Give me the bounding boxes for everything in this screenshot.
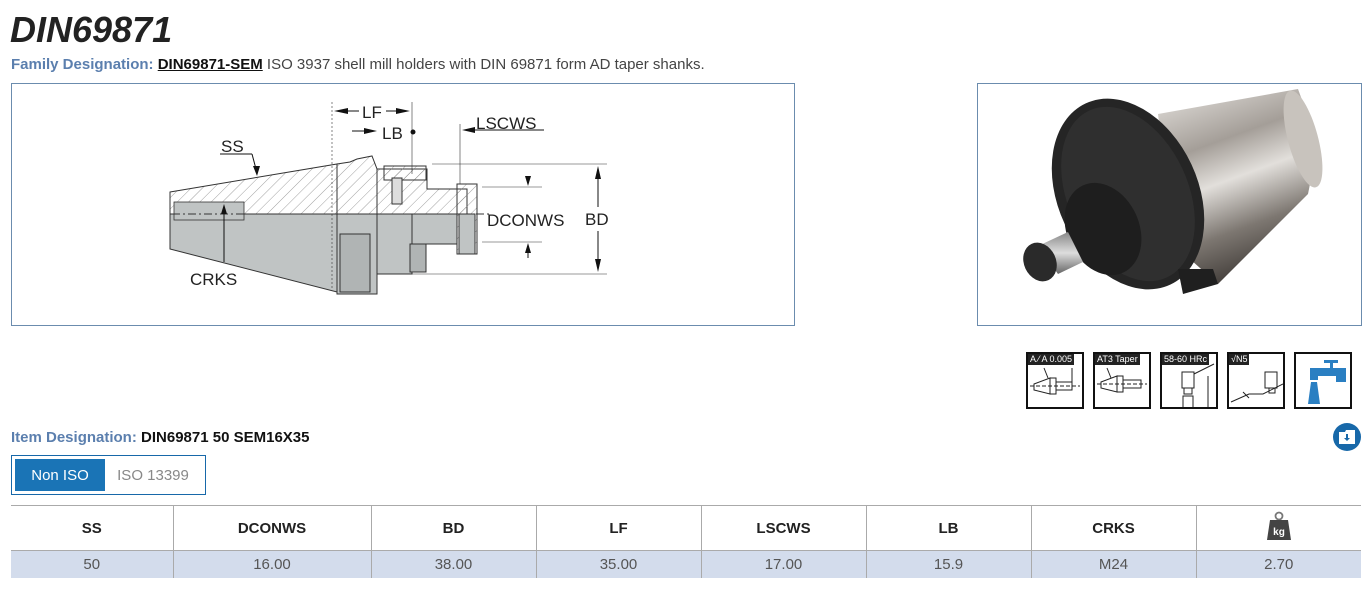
family-link[interactable]: DIN69871-SEM [157,56,263,73]
cell-bd: 38.00 [371,550,537,578]
label-lb: LB [382,124,403,143]
standard-toggle: Non ISO ISO 13399 [11,455,206,495]
label-crks: CRKS [190,270,237,289]
cell-lf: 35.00 [536,550,702,578]
label-ss: SS [221,137,244,156]
folder-download-icon [1339,430,1355,444]
item-designation: Item Designation: DIN69871 50 SEM16X35 [11,428,309,448]
label-dconws: DCONWS [487,211,564,230]
col-header-dconws: DCONWS [173,505,372,551]
hardness-tag: 58-60 HRc [1162,354,1210,365]
surface-finish-icon: √N5 [1227,352,1285,409]
label-lscws: LSCWS [476,114,536,133]
feature-icons: A ⁄ A 0.005 AT3 Taper 58-60 HRc √N5 [1026,352,1352,409]
spec-table: SS DCONWS BD LF LSCWS LB CRKS kg 50 16.0… [11,505,1361,578]
runout-tag: A ⁄ A 0.005 [1028,354,1075,365]
toggle-non-iso[interactable]: Non ISO [15,459,105,491]
cell-crks: M24 [1031,550,1197,578]
tool-holder-photo [1023,89,1323,294]
item-value: DIN69871 50 SEM16X35 [141,429,310,446]
cell-ss: 50 [11,550,174,578]
taper-tag: AT3 Taper [1095,354,1140,365]
table-row: 50 16.00 38.00 35.00 17.00 15.9 M24 2.70 [11,550,1361,578]
table-header-row: SS DCONWS BD LF LSCWS LB CRKS kg [11,505,1361,551]
download-button[interactable] [1333,423,1361,451]
runout-icon: A ⁄ A 0.005 [1026,352,1084,409]
cell-dconws: 16.00 [173,550,372,578]
col-header-lf: LF [536,505,702,551]
col-header-ss: SS [11,505,174,551]
item-label: Item Designation: [11,429,137,446]
col-header-bd: BD [371,505,537,551]
cell-weight: 2.70 [1196,550,1361,578]
page-title: DIN69871 [10,9,173,50]
col-header-lb: LB [866,505,1032,551]
family-label: Family Designation: [11,56,154,73]
technical-drawing: SS LF LB LSCWS DCONWS BD CRKS [11,83,795,326]
coolant-icon [1294,352,1352,409]
cell-lb: 15.9 [866,550,1032,578]
family-description: ISO 3937 shell mill holders with DIN 698… [266,56,705,73]
tool-holder-drawing: SS LF LB LSCWS DCONWS BD CRKS [169,102,609,295]
label-bd: BD [585,210,609,229]
col-header-lscws: LSCWS [701,505,867,551]
hardness-icon: 58-60 HRc [1160,352,1218,409]
cell-lscws: 17.00 [701,550,867,578]
surface-finish-tag: √N5 [1229,354,1250,365]
product-image [977,83,1362,326]
label-lf: LF [362,103,382,122]
svg-text:kg: kg [1273,527,1285,538]
family-designation: Family Designation: DIN69871-SEM ISO 393… [11,55,705,75]
toggle-iso-13399[interactable]: ISO 13399 [117,466,189,484]
taper-icon: AT3 Taper [1093,352,1151,409]
weight-kg-icon: kg [1266,511,1291,540]
col-header-weight: kg [1196,505,1361,551]
col-header-crks: CRKS [1031,505,1197,551]
